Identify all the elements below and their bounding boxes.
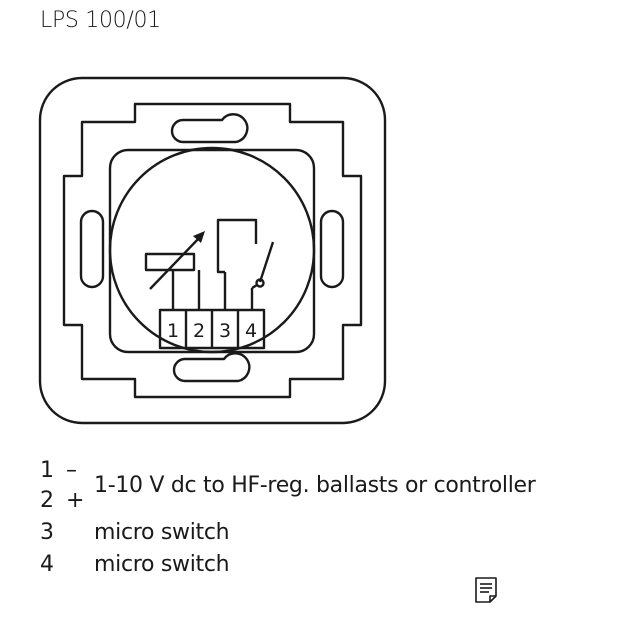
terminal-3-label: 3 [219,320,231,342]
legend-row-combined: 1-10 V dc to HF-reg. ballasts or control… [0,475,634,499]
terminal-4-label: 4 [245,320,257,342]
legend-description: micro switch [94,520,230,545]
legend-row-1: 1 – [0,460,634,484]
potentiometer-dial [108,146,316,354]
legend-number: 2 [40,488,54,513]
legend-polarity: + [66,488,85,513]
legend-polarity: – [66,458,77,483]
screw-slot-right [319,209,345,289]
resistor-arrowhead [193,231,205,243]
terminal-2-label: 2 [193,320,205,342]
screw-slot-top [170,113,249,144]
micro-switch-contact [255,278,265,288]
legend-number: 1 [40,458,54,483]
legend-row-3: 3 micro switch [0,522,634,546]
terminal-1-label: 1 [167,320,179,342]
legend-row-4: 4 micro switch [0,554,634,578]
legend-row-2: 2 + [0,490,634,514]
micro-switch-lever [258,241,275,283]
mounting-frame [62,102,363,399]
legend-number: 4 [40,552,54,577]
document-title: LPS 100/01 [40,8,161,33]
variable-resistor [144,252,196,272]
screw-slot-left [79,209,105,289]
screw-slot-bottom [172,352,251,383]
legend-number: 3 [40,520,54,545]
micro-switch-wire [216,218,258,310]
note-icon[interactable] [474,576,498,604]
legend-description: 1-10 V dc to HF-reg. ballasts or control… [94,473,536,498]
legend-description: micro switch [94,552,230,577]
outer-frame [38,76,387,425]
